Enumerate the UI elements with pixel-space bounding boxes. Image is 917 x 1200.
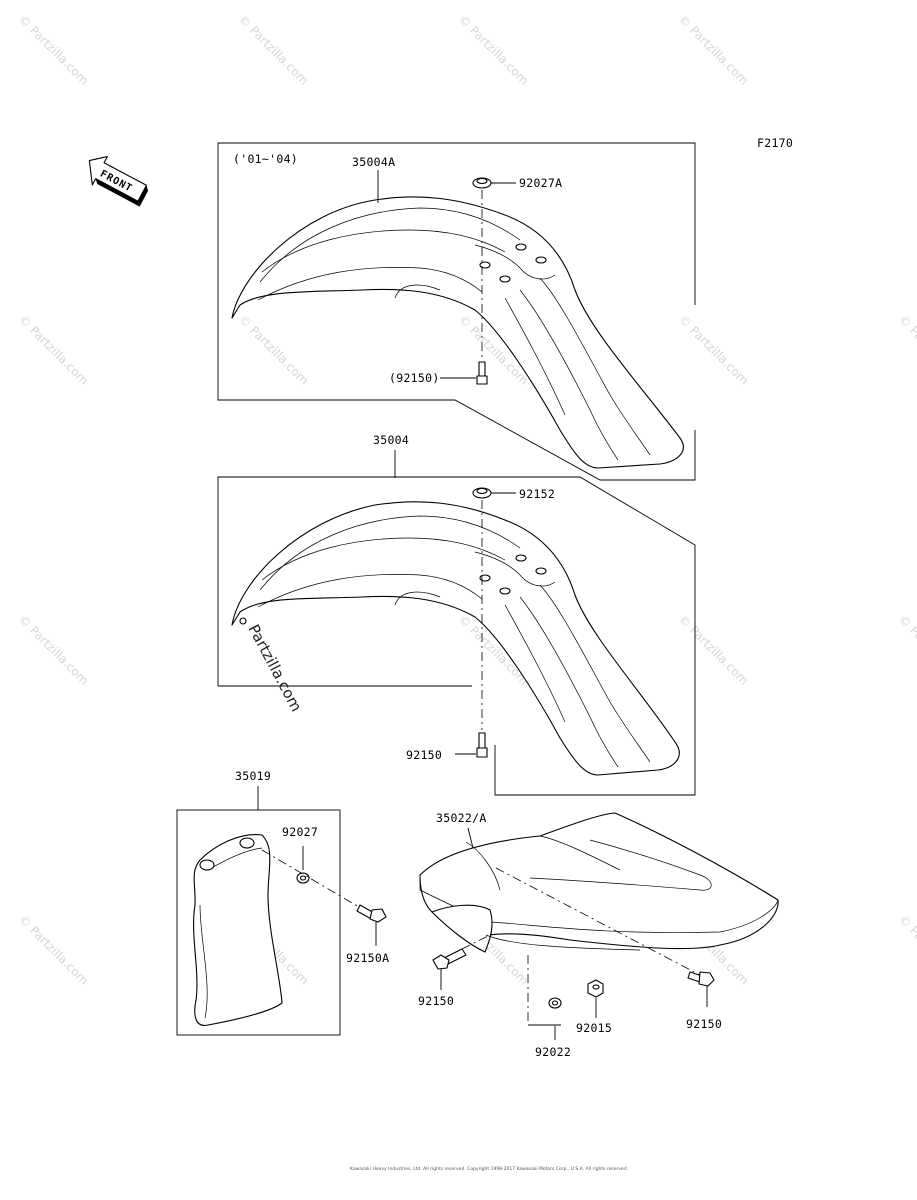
bolt-92150-left: 92150	[418, 948, 467, 1008]
watermark: © Partzilla.com	[236, 12, 311, 87]
part-label: 92150	[686, 1017, 722, 1031]
part-label: 35004A	[352, 155, 395, 169]
watermark: © Partzilla.com	[16, 312, 91, 387]
nut-92015: 92015	[576, 979, 612, 1035]
washer-92027: 92027	[282, 825, 318, 884]
front-arrow-icon: FRONT	[88, 156, 149, 207]
part-label: 92015	[576, 1021, 612, 1035]
copyright-text: Kawasaki Heavy Industries, Ltd. All righ…	[350, 1166, 628, 1172]
part-label: 92027	[282, 825, 318, 839]
part-label: 92150	[418, 994, 454, 1008]
mud-flap-35019	[193, 834, 283, 1026]
part-label: 92022	[535, 1045, 571, 1059]
part-label: 35004	[373, 433, 409, 447]
part-label: 92027A	[519, 176, 562, 190]
year-note: ('01~'04)	[233, 152, 298, 166]
watermark-layer: © Partzilla.com © Partzilla.com © Partzi…	[16, 12, 917, 987]
part-label: 35022/A	[436, 811, 487, 825]
part-label: (92150)	[389, 371, 440, 385]
watermark: © Partzilla.com	[676, 312, 751, 387]
part-label: 92152	[519, 487, 555, 501]
front-fender-35004	[231, 501, 680, 776]
washer-92022: 92022	[535, 997, 571, 1059]
upper-group: ('01~'04) 92027A	[217, 142, 696, 481]
watermark: © Partzilla.com	[16, 912, 91, 987]
bolt-92150-right: 92150	[686, 971, 722, 1031]
watermark: © Partzilla.com	[896, 312, 917, 387]
part-label: 35019	[235, 769, 271, 783]
lower-left-group: 35019 92027 92150A	[176, 769, 389, 1036]
part-label: 92150A	[346, 951, 389, 965]
bolt-92150-middle: 92150	[406, 732, 488, 762]
rear-fender-35022a	[419, 812, 779, 953]
lower-right-group: 35022/A 92150 92022	[418, 811, 779, 1059]
bolt-92150a: 92150A	[346, 904, 389, 965]
group-frame	[176, 809, 341, 1036]
group-frame	[217, 476, 696, 796]
watermark: © Partzilla.com	[16, 12, 91, 87]
watermark: © Partzilla.com	[896, 912, 917, 987]
part-label: 92150	[406, 748, 442, 762]
watermark: © Partzilla.com	[896, 612, 917, 687]
grommet-92027a: 92027A	[472, 176, 562, 190]
watermark-inline: Partzilla.com	[244, 621, 305, 714]
figure-code: F2170	[757, 136, 793, 150]
watermark: © Partzilla.com	[16, 612, 91, 687]
front-fender-35004a	[231, 196, 684, 469]
bolt-92150-upper: (92150)	[389, 361, 488, 385]
watermark: © Partzilla.com	[676, 12, 751, 87]
group-frame	[217, 142, 696, 481]
watermark: © Partzilla.com	[236, 312, 311, 387]
watermark: © Partzilla.com	[456, 12, 531, 87]
watermark: © Partzilla.com	[676, 612, 751, 687]
middle-group: 35004 92152	[217, 433, 696, 796]
grommet-92152: 92152	[472, 487, 555, 501]
